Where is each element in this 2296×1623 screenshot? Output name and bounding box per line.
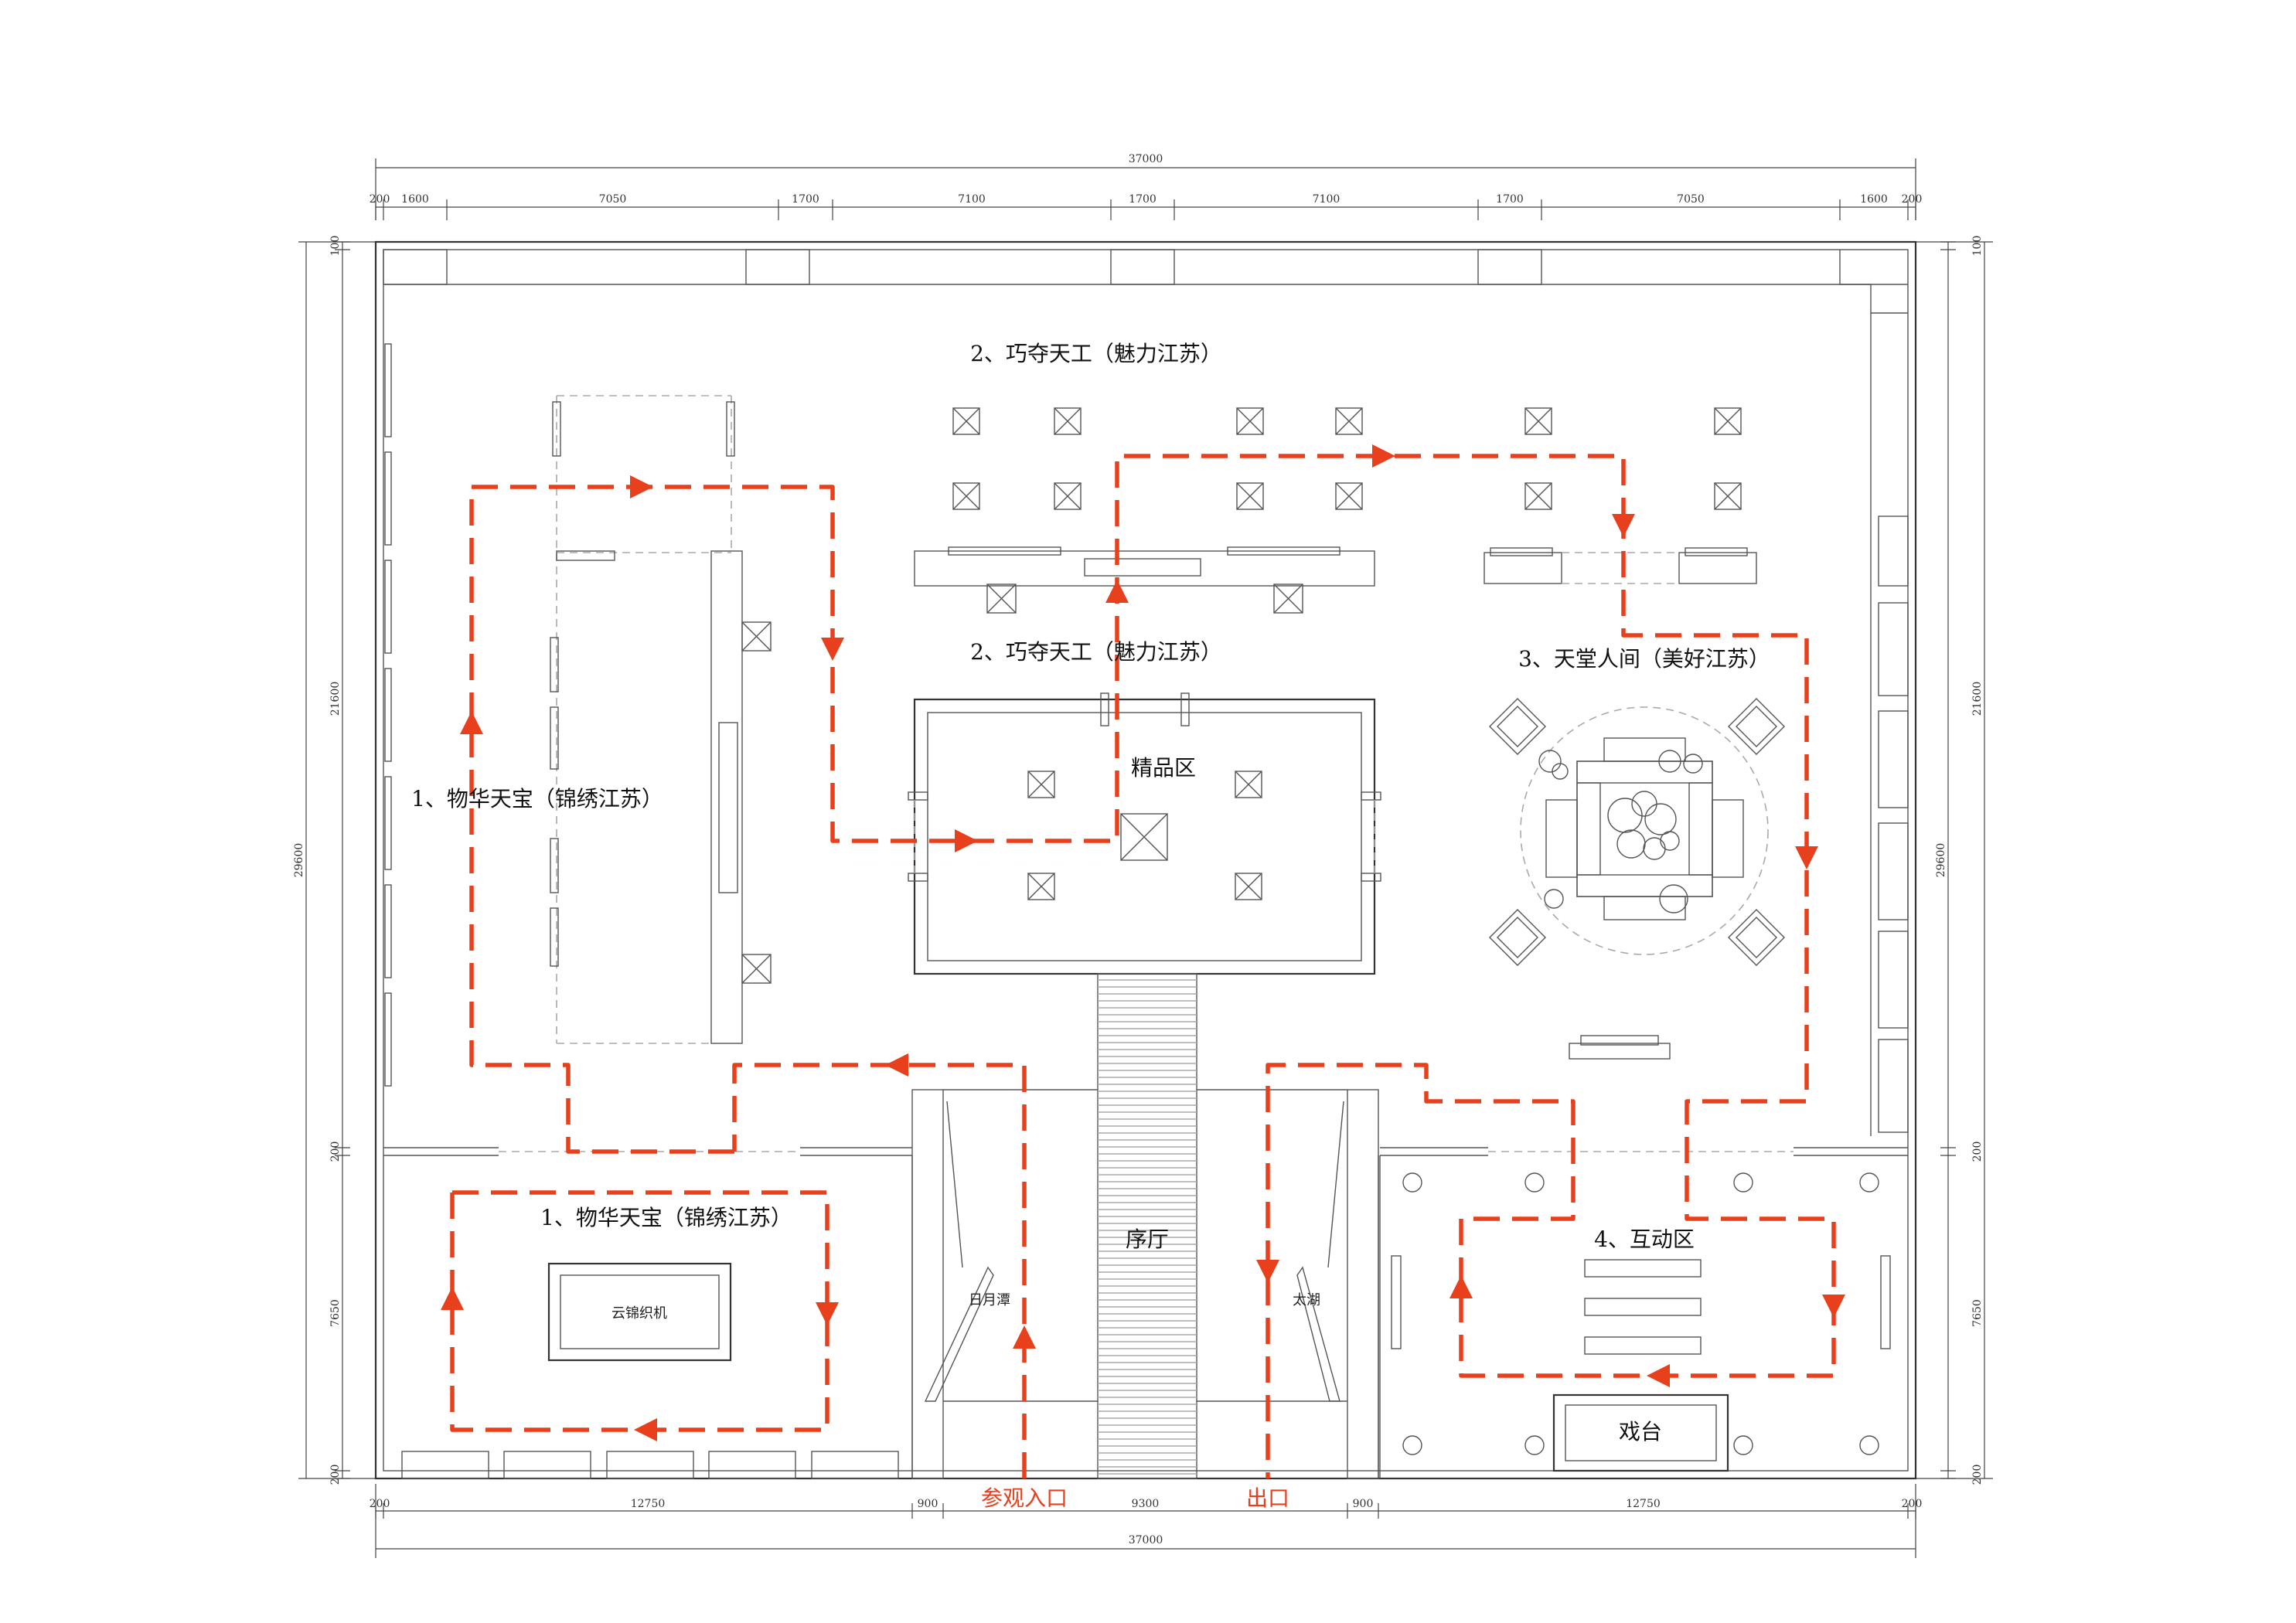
entrance-label: 参观入口 xyxy=(981,1485,1068,1511)
dim-top-seg: 7100 xyxy=(958,193,986,206)
boutique-room xyxy=(908,692,1381,1479)
dim-bottom-seg: 900 xyxy=(918,1498,938,1510)
zone1-lower xyxy=(401,1155,913,1479)
exit-label: 出口 xyxy=(1246,1485,1289,1511)
zone2-top-label: 2、巧夺天工（魅力江苏） xyxy=(970,341,1222,366)
route-arrow xyxy=(816,1302,839,1325)
route-arrow xyxy=(1105,580,1129,603)
dim-top-seg: 200 xyxy=(1902,193,1923,206)
route-arrow xyxy=(885,1053,908,1077)
dim-side-seg: 7650 xyxy=(1971,1299,1984,1327)
dim-side-total: 29600 xyxy=(293,843,305,878)
dim-top-seg: 7050 xyxy=(599,193,627,206)
route-arrow xyxy=(1647,1364,1670,1387)
route-arrow xyxy=(1372,444,1395,468)
dim-side-seg: 21600 xyxy=(329,682,342,716)
visitor-route xyxy=(441,444,1845,1478)
route-arrow xyxy=(441,1287,464,1310)
dim-side-seg: 7650 xyxy=(329,1299,342,1327)
dim-top-seg: 1600 xyxy=(401,193,429,206)
dimension-lines xyxy=(298,158,1993,1558)
zone4-interactive xyxy=(1378,1155,1891,1478)
dim-top-seg: 7050 xyxy=(1677,193,1705,206)
dim-side-seg: 100 xyxy=(329,236,342,257)
route-arrow xyxy=(1013,1325,1036,1349)
dim-top-seg: 1700 xyxy=(1496,193,1524,206)
foyer-walls xyxy=(911,1089,1379,1479)
zone2-mid-label: 2、巧夺天工（魅力江苏） xyxy=(970,639,1222,665)
route-arrow xyxy=(1256,1260,1279,1283)
boutique-label: 精品区 xyxy=(1131,755,1196,781)
zone1-lower-label: 1、物华天宝（锦绣江苏） xyxy=(540,1205,792,1230)
dim-top-seg: 1600 xyxy=(1860,193,1888,206)
route-arrow xyxy=(955,829,978,852)
dim-side-seg: 200 xyxy=(329,1142,342,1162)
dim-bottom-seg: 900 xyxy=(1353,1498,1374,1510)
stage-label: 戏台 xyxy=(1619,1419,1662,1444)
loom-label: 云锦织机 xyxy=(611,1305,667,1322)
dim-bottom-seg: 9300 xyxy=(1132,1498,1160,1510)
dim-top-seg: 200 xyxy=(370,193,390,206)
route-arrow xyxy=(630,475,653,498)
zone3-round-display xyxy=(1489,698,1785,1060)
dim-bottom-seg: 200 xyxy=(1902,1498,1923,1510)
dim-top-total: 37000 xyxy=(1129,153,1163,165)
moon-pool-label: 日月潭 xyxy=(969,1292,1010,1308)
dim-side-total: 29600 xyxy=(1935,843,1947,878)
route-arrow xyxy=(1795,846,1818,869)
dim-side-seg: 200 xyxy=(1971,1465,1984,1485)
route-arrow xyxy=(1612,514,1635,537)
zone1-display-wall xyxy=(550,395,772,1044)
dim-bottom-total: 37000 xyxy=(1129,1534,1163,1546)
dim-bottom-seg: 200 xyxy=(370,1498,390,1510)
route-arrow xyxy=(1822,1295,1845,1318)
dim-top-seg: 7100 xyxy=(1313,193,1340,206)
route-arrow xyxy=(1449,1275,1473,1298)
dim-side-seg: 200 xyxy=(1971,1142,1984,1162)
zone4-label: 4、互动区 xyxy=(1594,1227,1695,1252)
dim-side-seg: 21600 xyxy=(1971,682,1984,716)
zone1-upper-label: 1、物华天宝（锦绣江苏） xyxy=(411,786,663,812)
taihu-label: 太湖 xyxy=(1293,1292,1320,1308)
zone2-pedestals xyxy=(952,407,1742,510)
route-arrow xyxy=(460,711,483,734)
dim-side-seg: 200 xyxy=(329,1465,342,1485)
dim-top-seg: 1700 xyxy=(1129,193,1157,206)
foyer-label: 序厅 xyxy=(1126,1227,1169,1252)
zone2-long-table xyxy=(914,546,1757,614)
route-arrow xyxy=(821,638,844,661)
dim-bottom-seg: 12750 xyxy=(1626,1498,1661,1510)
dim-side-seg: 100 xyxy=(1971,236,1984,257)
route-arrow xyxy=(634,1418,657,1441)
zone3-label: 3、天堂人间（美好江苏） xyxy=(1518,646,1770,672)
dim-top-seg: 1700 xyxy=(792,193,819,206)
dim-bottom-seg: 12750 xyxy=(631,1498,666,1510)
